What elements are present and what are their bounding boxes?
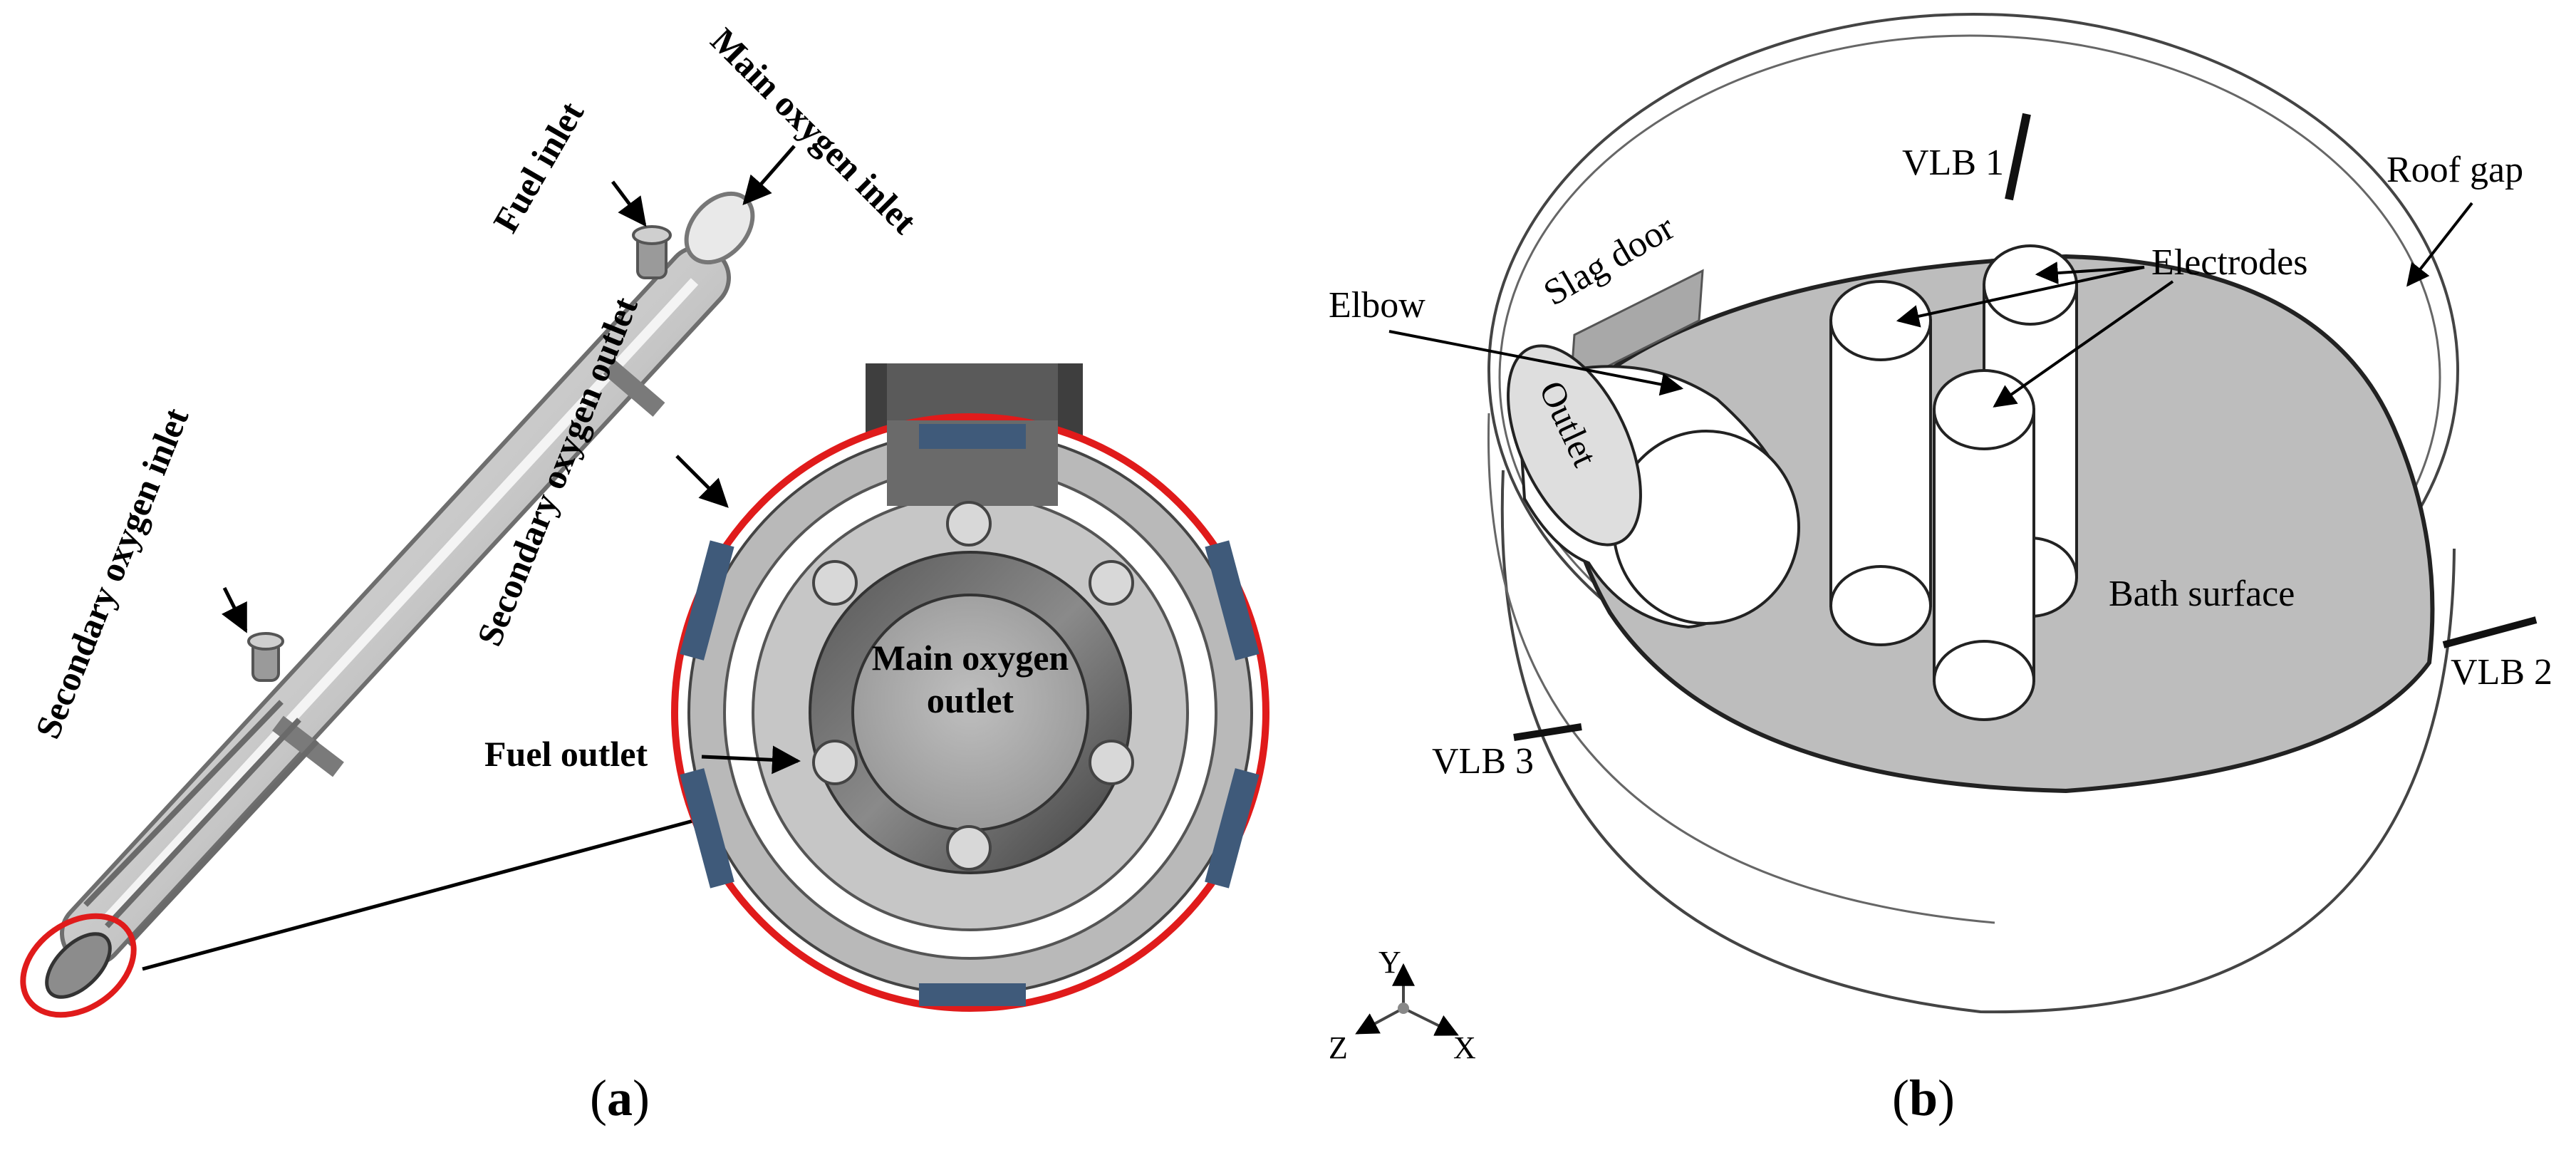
arrow-fuel-outlet xyxy=(701,745,801,775)
label-elbow: Elbow xyxy=(1329,285,1425,326)
panel-a: Fuel inlet Main oxygen inlet Secondary o… xyxy=(20,20,1269,1018)
label-main-oxygen-outlet-line1: Main oxygen xyxy=(872,638,1069,678)
axis-label-x: X xyxy=(1453,1030,1476,1065)
arrow-electrodes-3 xyxy=(1993,280,2174,408)
label-electrodes: Electrodes xyxy=(2151,242,2307,283)
arrow-fuel-inlet xyxy=(611,180,647,227)
label-roof-gap: Roof gap xyxy=(2387,150,2523,190)
nozzle-highlight-ellipse xyxy=(20,913,137,1018)
nozzle-cross-section xyxy=(671,363,1269,1012)
arrow-secondary-oxygen-inlet xyxy=(222,586,248,633)
label-vlb1: VLB 1 xyxy=(1902,143,2004,183)
arrow-elbow xyxy=(1388,330,1684,396)
axis-triad: Y Z X xyxy=(1329,945,1476,1065)
arrow-roof-gap xyxy=(2406,202,2473,287)
label-secondary-oxygen-inlet: Secondary oxygen inlet xyxy=(27,402,196,744)
burner-lance xyxy=(45,191,755,999)
magnify-line xyxy=(142,804,733,971)
panel-b: VLB 1 Roof gap Slag door Electrodes Elbo… xyxy=(1329,13,2552,1065)
vlb1-lance xyxy=(2005,113,2031,201)
elbow xyxy=(1507,344,1800,629)
axis-label-y: Y xyxy=(1378,945,1401,980)
electrode-3 xyxy=(1933,369,2035,721)
label-main-oxygen-outlet-line2: outlet xyxy=(927,680,1014,720)
electrode-1 xyxy=(1829,280,1932,646)
arrow-secondary-oxygen-outlet xyxy=(675,455,729,508)
caption-b: (b) xyxy=(1891,1070,1955,1127)
label-fuel-outlet: Fuel outlet xyxy=(484,734,648,774)
arrow-electrodes-1 xyxy=(1896,266,2145,328)
label-vlb3: VLB 3 xyxy=(1432,741,1534,782)
arrow-electrodes-2 xyxy=(2035,261,2145,285)
vlb2-lance xyxy=(2442,616,2538,648)
axis-label-z: Z xyxy=(1329,1030,1348,1065)
caption-a: (a) xyxy=(590,1070,650,1127)
vlb3-lance xyxy=(1513,723,1582,741)
label-bath-surface: Bath surface xyxy=(2109,574,2295,614)
arrow-main-oxygen-inlet xyxy=(742,145,796,206)
label-vlb2: VLB 2 xyxy=(2451,652,2552,693)
label-fuel-inlet: Fuel inlet xyxy=(485,95,591,239)
elbow-outlet xyxy=(1507,344,1642,547)
